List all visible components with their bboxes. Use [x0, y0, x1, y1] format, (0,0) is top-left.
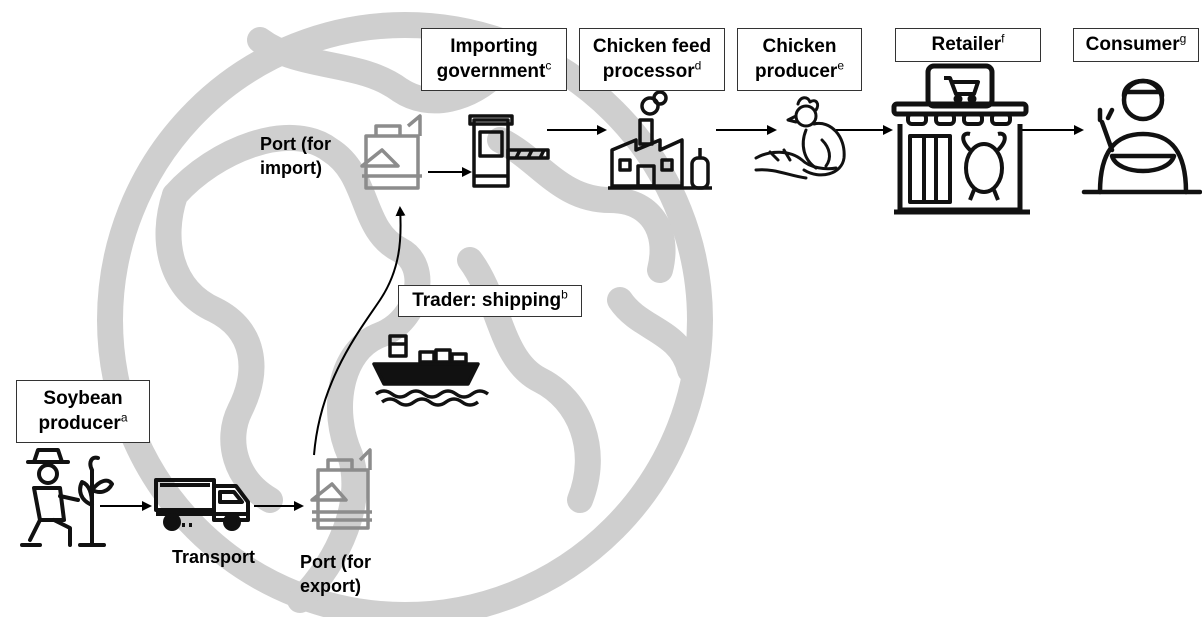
- importing-government-box: Importing governmentc: [421, 28, 567, 91]
- ship-icon: [372, 334, 490, 407]
- port-export-icon: [310, 448, 372, 530]
- footnote-marker: b: [561, 287, 568, 302]
- footnote-marker: f: [1001, 31, 1005, 46]
- shop-icon: [891, 63, 1030, 215]
- importing-government-line1: Importing: [450, 36, 538, 57]
- port-import-line1: Port (for: [260, 134, 331, 154]
- retailer-label: Retailer: [931, 34, 1002, 55]
- chicken-producer-line2: producere: [754, 58, 845, 82]
- port-export-line1: Port (for: [300, 552, 371, 572]
- soybean-producer-box: Soybean producera: [16, 380, 150, 443]
- chicken-feed-processor-line2: processord: [602, 58, 702, 82]
- footnote-marker: d: [694, 58, 702, 73]
- factory-icon: [608, 90, 712, 190]
- retailer-box: Retailerf: [895, 28, 1041, 62]
- footnote-marker: e: [837, 58, 845, 73]
- port-import-line2: import): [260, 158, 322, 178]
- chicken-feed-processor-line1: Chicken feed: [592, 36, 712, 57]
- hen-icon: [754, 96, 846, 180]
- truck-icon: [154, 478, 250, 531]
- consumer-box: Consumerg: [1073, 28, 1199, 62]
- footnote-marker: a: [120, 410, 128, 425]
- consumer-label: Consumer: [1085, 34, 1180, 55]
- consumer-icon: [1081, 78, 1202, 195]
- trader-shipping-label: Trader: shipping: [412, 290, 562, 311]
- chicken-feed-processor-box: Chicken feed processord: [579, 28, 725, 91]
- chicken-producer-box: Chicken producere: [737, 28, 862, 91]
- port-export-line2: export): [300, 576, 362, 596]
- chicken-producer-line1: Chicken: [762, 36, 837, 57]
- port-import-label: Port (for import): [260, 132, 331, 180]
- trader-shipping-box: Trader: shippingb: [398, 285, 582, 317]
- farmer-icon: [20, 448, 114, 547]
- importing-government-line2: governmentc: [436, 58, 552, 82]
- port-import-icon: [360, 114, 422, 190]
- customs-gate-icon: [468, 114, 550, 188]
- soybean-producer-line1: Soybean: [43, 388, 123, 409]
- footnote-marker: g: [1179, 31, 1187, 46]
- arrow-shipping-route: [313, 206, 406, 456]
- footnote-marker: c: [545, 58, 552, 73]
- transport-label: Transport: [172, 547, 256, 567]
- port-export-label: Port (for export): [300, 550, 371, 598]
- soybean-producer-line2: producera: [38, 410, 128, 434]
